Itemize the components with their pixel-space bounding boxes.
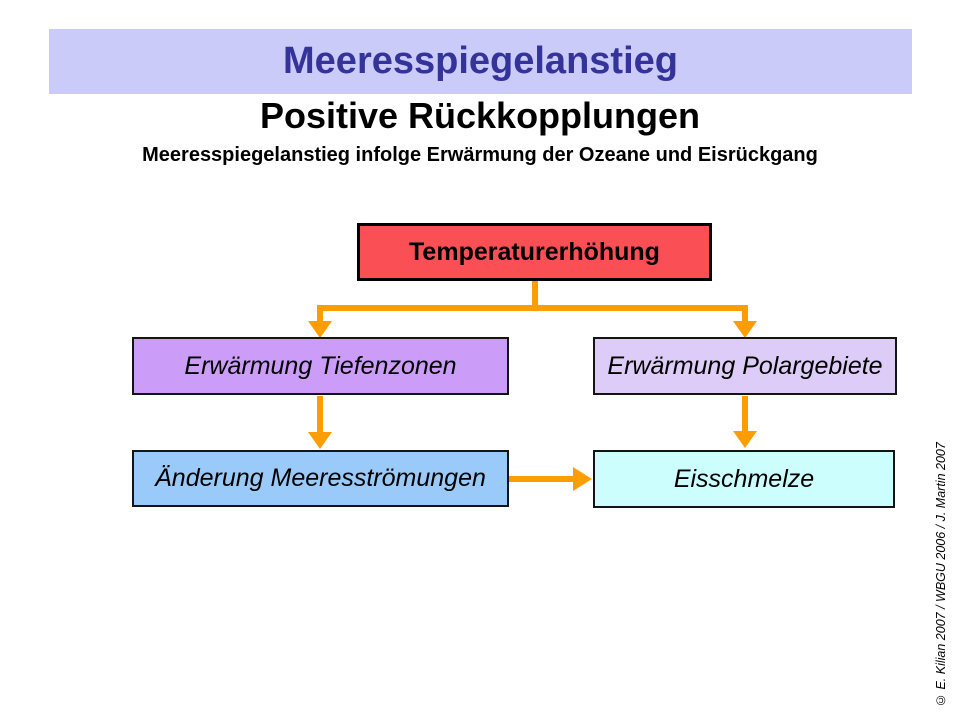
arrowhead-to-eisschmelze-top <box>733 431 757 448</box>
arrowhead-to-meeresstroemungen <box>308 432 332 449</box>
subtitle: Positive Rückkopplungen <box>259 95 701 136</box>
title-banner: Meeresspiegelanstieg <box>49 29 912 94</box>
node-erwaermung-polargebiete: Erwärmung Polargebiete <box>593 337 897 395</box>
arrowhead-to-tiefenzonen <box>308 321 332 338</box>
arrowhead-to-eisschmelze-left <box>573 467 592 491</box>
description-line: Meeresspiegelanstieg infolge Erwärmung d… <box>142 144 818 166</box>
node-eisschmelze: Eisschmelze <box>593 450 895 508</box>
node-temperaturerhoehung: Temperaturerhöhung <box>357 223 712 281</box>
node-aenderung-meeresstroemungen: Änderung Meeresströmungen <box>132 450 509 507</box>
arrowhead-to-polargebiete <box>733 321 757 338</box>
copyright-vertical-text: © E. Kilian 2007 / WBGU 2006 / J. Martin… <box>934 442 948 707</box>
node-erwaermung-tiefenzonen: Erwärmung Tiefenzonen <box>132 337 509 395</box>
page-title: Meeresspiegelanstieg <box>283 40 678 82</box>
